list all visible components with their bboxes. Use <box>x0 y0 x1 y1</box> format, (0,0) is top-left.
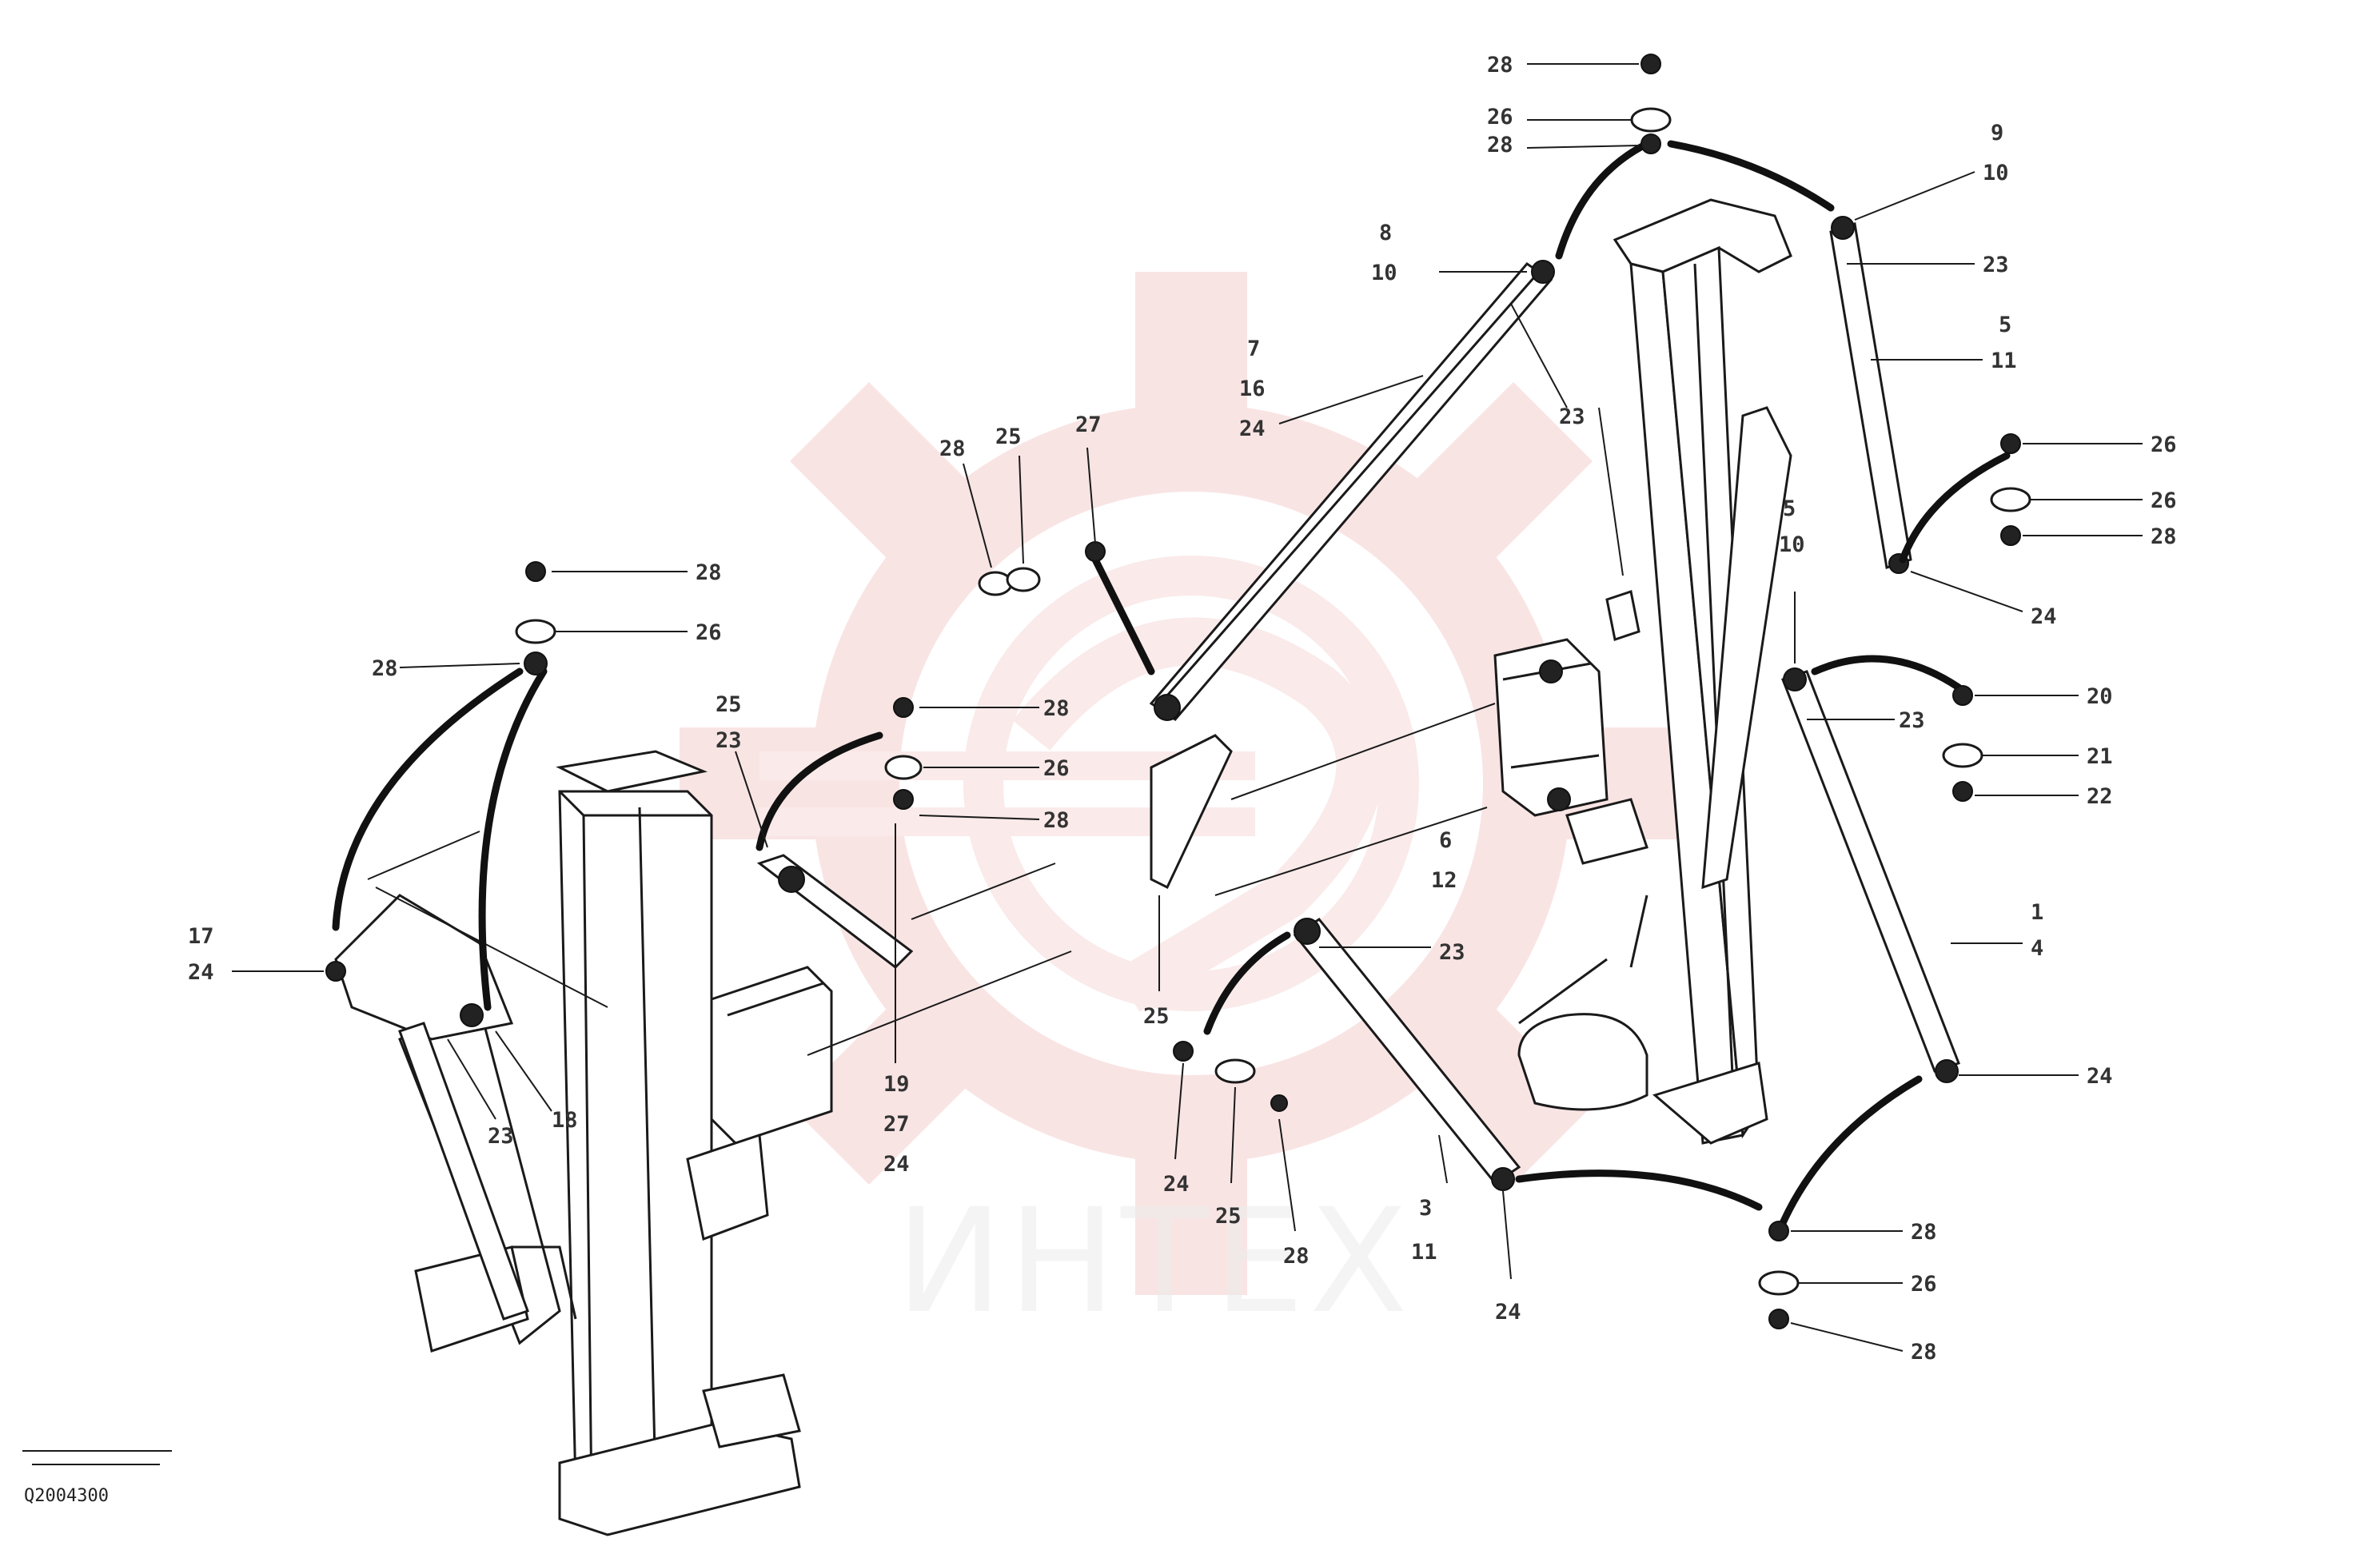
callout-label: 23 <box>716 728 742 753</box>
watermark-text: ИНТЕХ <box>895 1178 1413 1345</box>
drawing-code-block: Q2004300 <box>22 1450 172 1506</box>
callout-label: 24 <box>188 960 214 985</box>
callout-label: 28 <box>1487 133 1513 157</box>
callout-label: 7 <box>1247 337 1260 361</box>
middle-cylinder-assembly <box>735 697 1072 1063</box>
callout-label: 24 <box>1163 1172 1190 1197</box>
callout-label: 16 <box>1239 377 1266 401</box>
callout-label: 25 <box>1215 1204 1242 1229</box>
callout-label: 10 <box>1779 532 1805 557</box>
drawing-code: Q2004300 <box>24 1486 109 1506</box>
callout-label: 8 <box>1379 221 1392 245</box>
callout-label: 28 <box>1043 808 1070 833</box>
callout-label: 23 <box>1559 404 1585 429</box>
callout-label: 28 <box>1043 696 1070 721</box>
callout-label: 28 <box>1487 53 1513 78</box>
callout-label: 26 <box>1043 756 1070 781</box>
callout-labels: 28 26 28 9 10 23 5 11 8 10 7 16 24 23 28… <box>188 53 2177 1365</box>
callout-label: 24 <box>883 1152 910 1177</box>
callout-label: 22 <box>2087 784 2113 809</box>
callout-label: 3 <box>1419 1196 1432 1221</box>
callout-label: 28 <box>372 656 398 681</box>
callout-label: 12 <box>1431 868 1457 893</box>
callout-label: 26 <box>696 620 722 645</box>
callout-label: 28 <box>1911 1220 1937 1245</box>
callout-label: 25 <box>1143 1004 1170 1029</box>
callout-label: 19 <box>883 1072 910 1097</box>
callout-label: 25 <box>716 692 742 717</box>
callout-label: 27 <box>1075 412 1102 437</box>
callout-label: 17 <box>188 924 214 949</box>
callout-label: 24 <box>1495 1300 1521 1325</box>
right-boom-frame <box>1493 54 2143 1352</box>
callout-label: 28 <box>696 560 722 585</box>
callout-label: 28 <box>939 436 966 461</box>
callout-label: 5 <box>1999 313 2011 337</box>
callout-label: 27 <box>883 1112 910 1137</box>
callout-label: 26 <box>1487 105 1513 130</box>
callout-label: 10 <box>1371 261 1397 285</box>
center-cylinder-assembly <box>963 260 1568 991</box>
callout-label: 23 <box>1983 253 2009 277</box>
callout-label: 1 <box>2031 900 2043 925</box>
callout-label: 26 <box>2151 488 2177 513</box>
callout-label: 21 <box>2087 744 2113 769</box>
callout-label: 24 <box>2031 604 2057 629</box>
callout-label: 25 <box>995 424 1022 449</box>
callout-label: 23 <box>1439 940 1465 965</box>
callout-label: 28 <box>1283 1244 1310 1269</box>
callout-label: 20 <box>2087 684 2113 709</box>
callout-label: 10 <box>1983 161 2009 185</box>
callout-label: 11 <box>1411 1240 1437 1265</box>
callout-label: 26 <box>1911 1272 1937 1297</box>
callout-label: 9 <box>1991 121 2003 145</box>
callout-label: 4 <box>2031 936 2043 961</box>
callout-label: 23 <box>1899 708 1925 733</box>
left-frame-assembly <box>232 561 833 1536</box>
callout-label: 24 <box>1239 416 1266 441</box>
callout-label: 6 <box>1439 828 1452 853</box>
callout-label: 23 <box>488 1124 514 1149</box>
callout-label: 28 <box>1911 1340 1937 1365</box>
callout-label: 5 <box>1783 496 1796 521</box>
callout-label: 26 <box>2151 432 2177 457</box>
callout-label: 28 <box>2151 524 2177 549</box>
callout-label: 24 <box>2087 1064 2113 1089</box>
lower-cylinder-assembly <box>1173 917 1763 1280</box>
callout-label: 11 <box>1991 349 2017 373</box>
callout-label: 18 <box>552 1108 578 1133</box>
